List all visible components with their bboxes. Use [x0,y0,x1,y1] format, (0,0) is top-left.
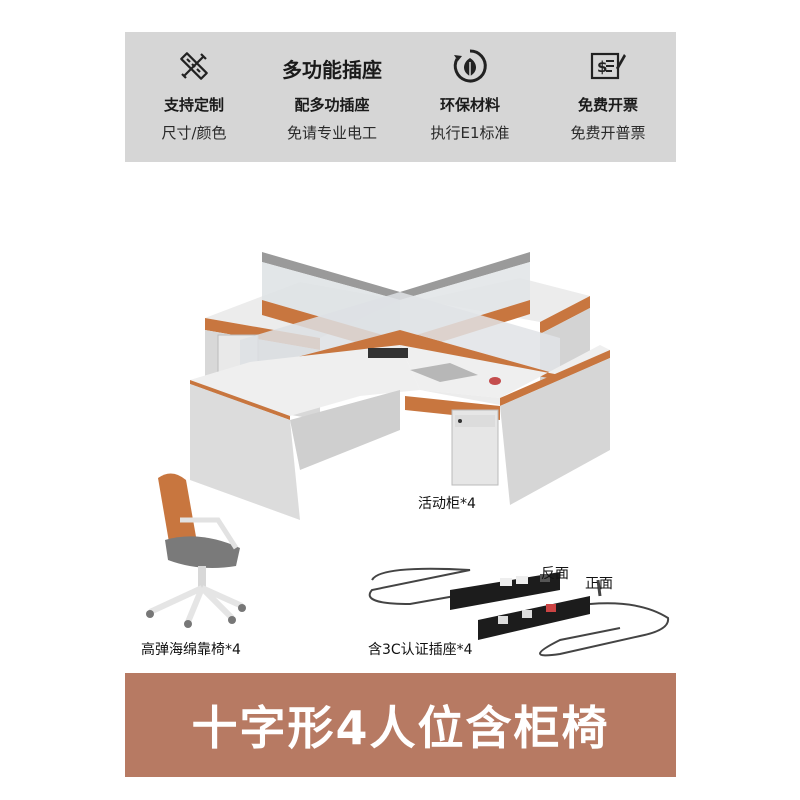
power-strip-back [368,567,560,610]
back-side-label: 反面 [541,566,569,582]
feature-heading: 多功能插座 [282,58,382,82]
front-side-label: 正面 [585,576,613,592]
feature-title: 支持定制 [163,96,224,114]
feature-socket: 多功能插座 配多功插座 免请专业电工 [263,32,401,162]
power-strip-front [478,579,670,657]
svg-text:$: $ [597,58,607,76]
title-banner: 十字形4人位含柜椅 [125,673,676,777]
office-chair [146,473,246,628]
invoice-icon: $ [588,46,628,86]
pencil-ruler-icon [174,46,214,86]
feature-title: 免费开票 [577,96,638,114]
cabinet-label: 活动柜*4 [418,496,476,512]
desk-front-left [190,345,420,520]
desk-front-right [400,345,610,505]
feature-subtitle: 免费开普票 [570,124,646,142]
feature-subtitle: 免请专业电工 [286,124,377,142]
feature-invoice: $ 免费开票 免费开普票 [539,32,677,162]
socket-label: 含3C认证插座*4 [368,642,473,658]
feature-subtitle: 执行E1标准 [430,124,510,142]
feature-title: 环保材料 [439,96,500,114]
eco-leaf-icon [450,46,490,86]
feature-customize: 支持定制 尺寸/颜色 [125,32,263,162]
cup [489,377,501,385]
feature-title: 配多功插座 [294,96,370,114]
desk-outlet [368,348,408,358]
feature-eco: 环保材料 执行E1标准 [401,32,539,162]
chair-label: 高弹海绵靠椅*4 [141,642,241,658]
laptop [410,363,478,382]
banner-title: 十字形4人位含柜椅 [191,701,610,755]
feature-strip: 支持定制 尺寸/颜色 多功能插座 配多功插座 免请专业电工 环保材料 执行E1标… [125,32,676,162]
feature-subtitle: 尺寸/颜色 [161,124,227,142]
